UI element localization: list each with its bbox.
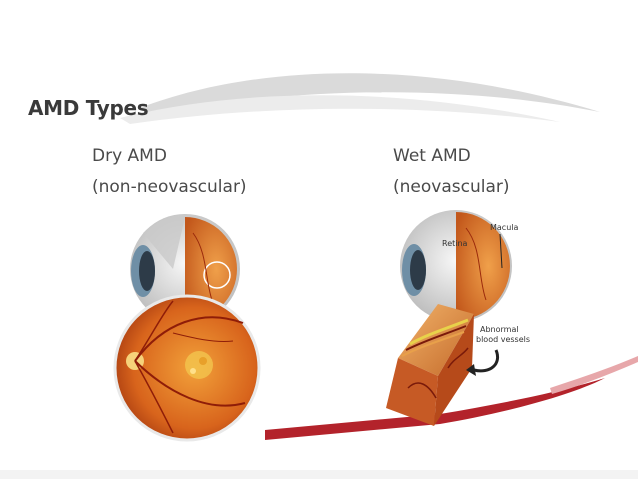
dry-amd-eye-illustration — [113, 214, 261, 442]
retina-label: Retina — [442, 239, 468, 248]
arrow-icon — [473, 349, 499, 373]
dry-amd-heading: Dry AMD — [92, 146, 167, 166]
wet-amd-heading: Wet AMD — [393, 146, 471, 166]
dry-amd-subheading: (non-neovascular) — [92, 177, 247, 197]
slide-title: AMD Types — [28, 96, 149, 120]
dry-amd-column: Dry AMD (non-neovascular) — [92, 141, 247, 203]
wet-amd-subheading: (neovascular) — [393, 177, 510, 197]
wet-amd-column: Wet AMD (neovascular) — [393, 141, 510, 203]
macula-label: Macula — [490, 223, 518, 232]
vessels-label-line2: blood vessels — [476, 335, 530, 344]
wet-amd-eye-illustration: Retina Macula Abnormal blood vessels — [386, 210, 530, 426]
macula-pointer — [499, 233, 503, 269]
vessels-label-line1: Abnormal — [480, 325, 519, 334]
